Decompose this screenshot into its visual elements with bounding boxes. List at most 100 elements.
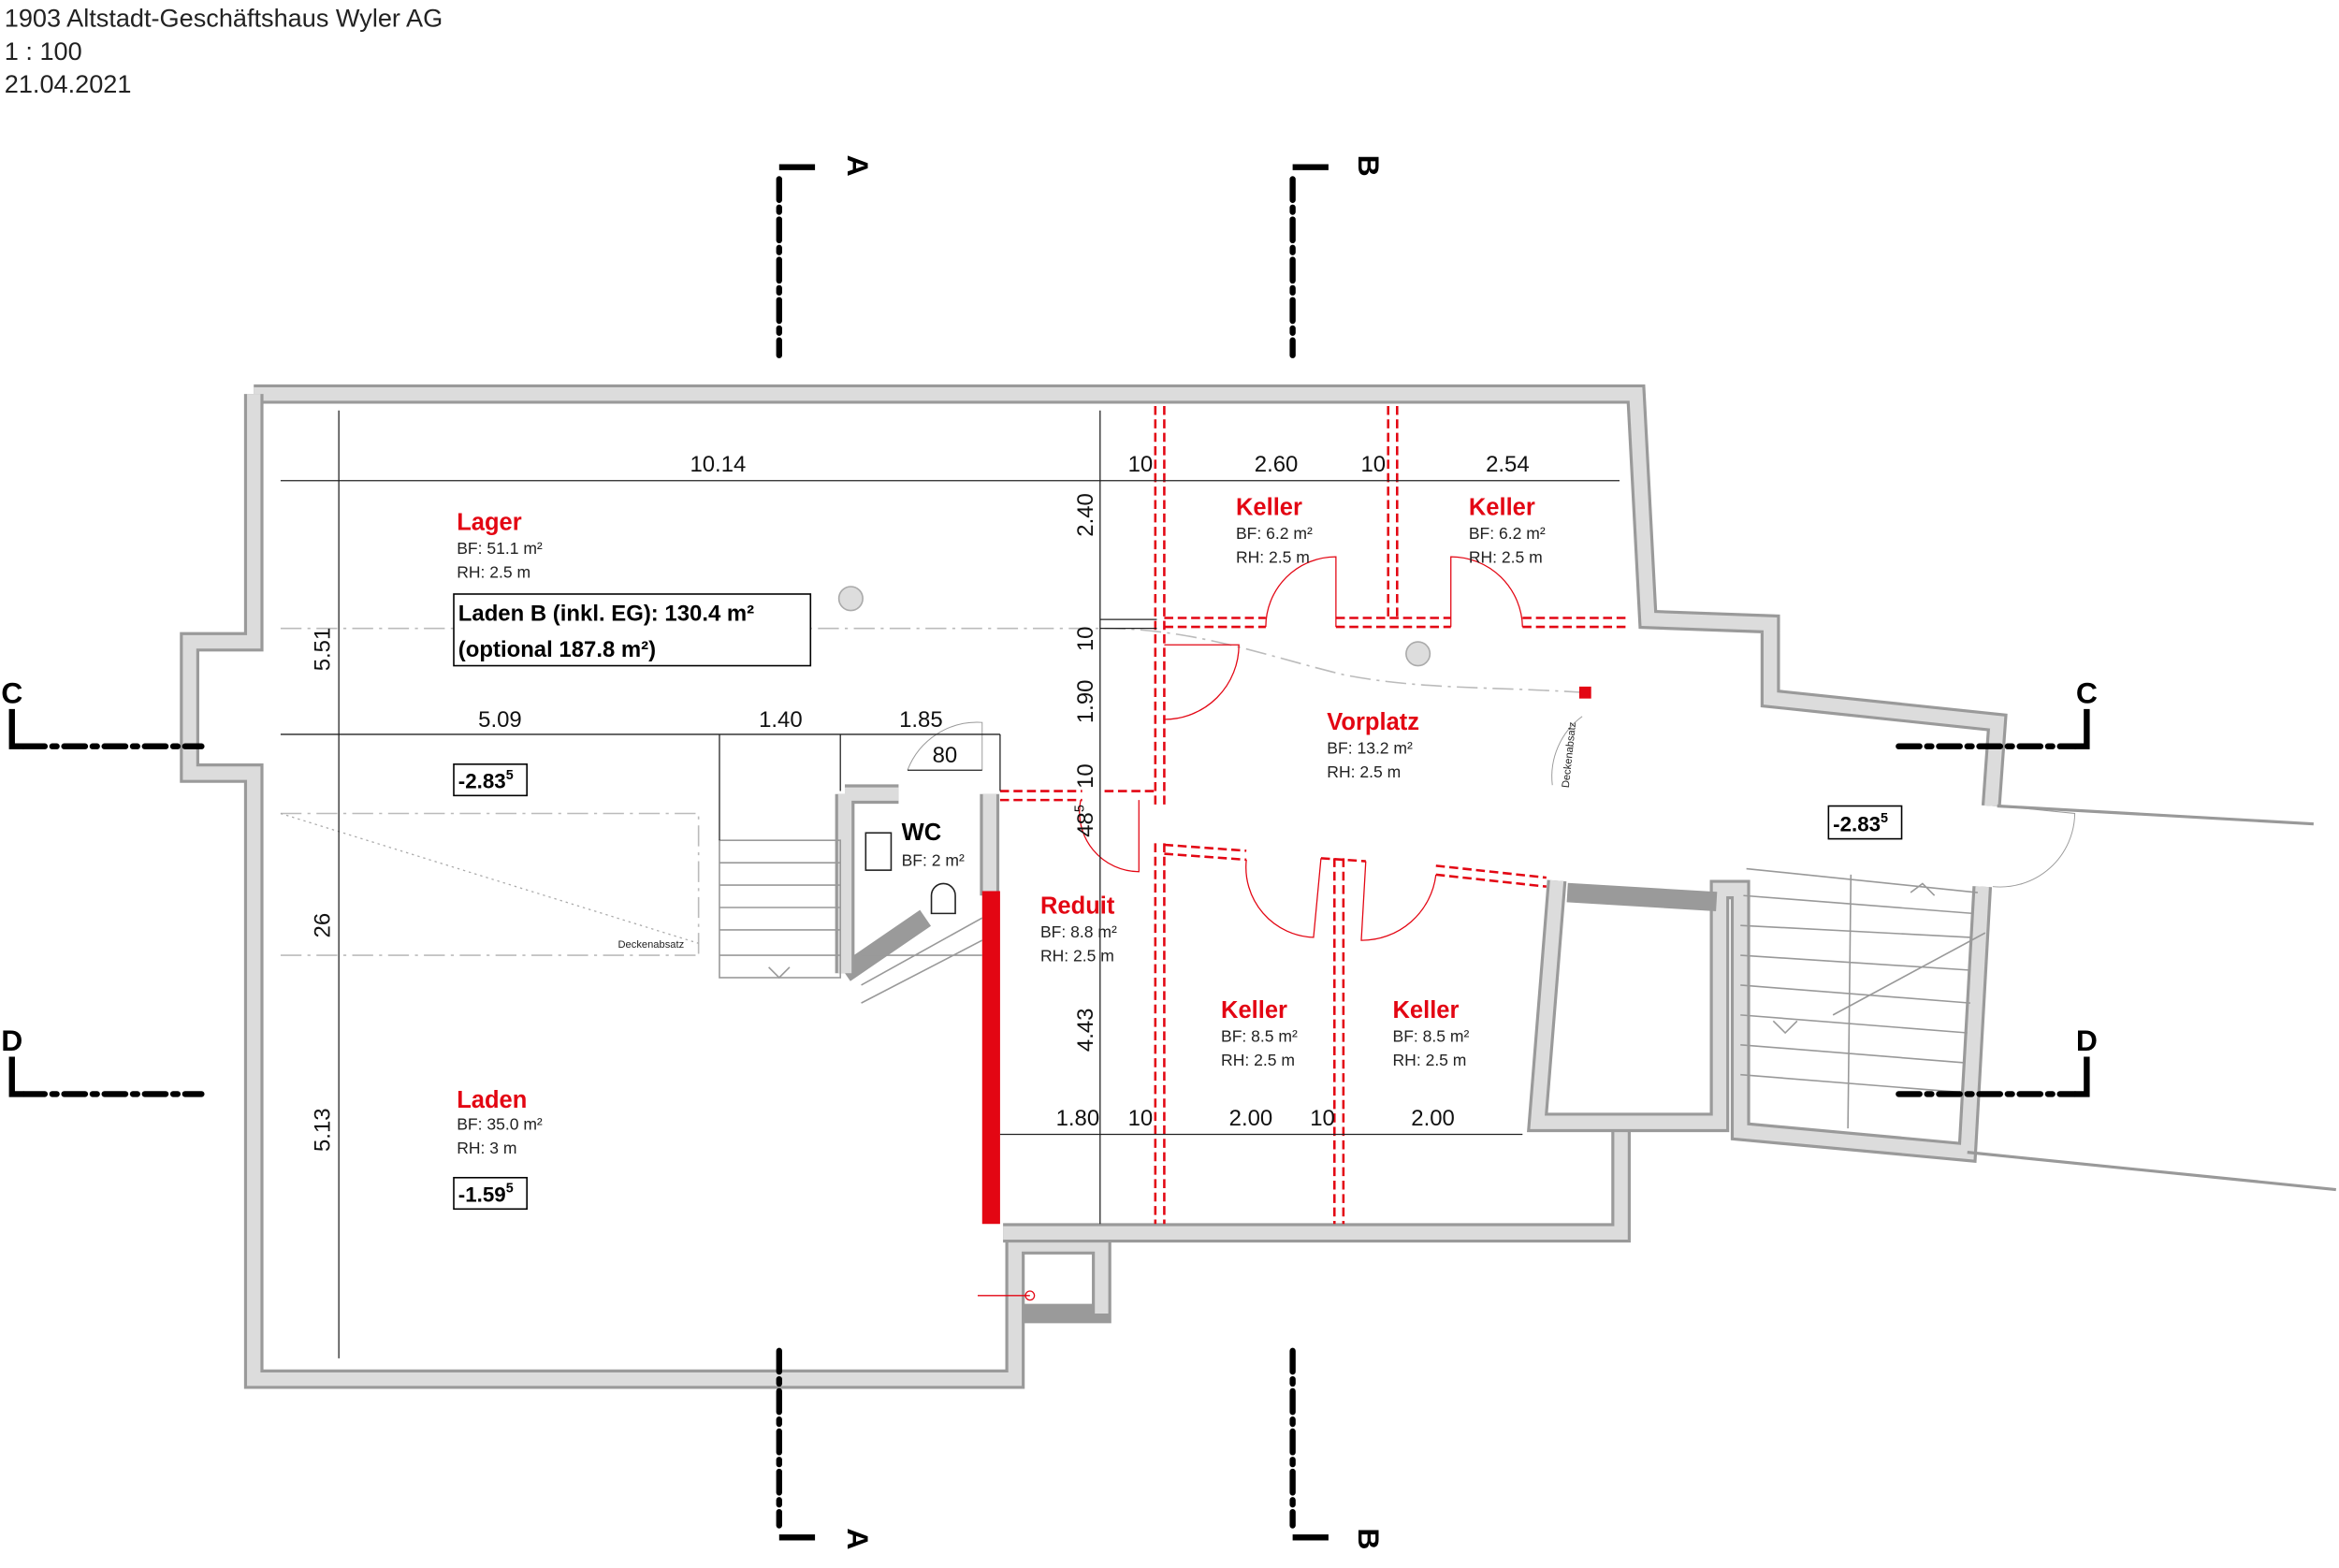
dim-label: 2.00 (1229, 1106, 1273, 1131)
dim-label: 2.54 (1486, 452, 1530, 477)
dim-bottom: 1.80 10 2.00 10 2.00 (1056, 1106, 1455, 1131)
dim-label: 2.00 (1411, 1106, 1455, 1131)
ceiling-step-note: Deckenabsatz (1561, 721, 1578, 789)
room-wc: WC BF: 2 m² (902, 820, 965, 869)
room-name: WC (902, 820, 942, 846)
room-height: RH: 2.5 m (1469, 547, 1543, 566)
room-area: BF: 35.0 m² (457, 1115, 543, 1134)
section-marker-c-left: C (1, 675, 205, 749)
room-area: BF: 51.1 m² (457, 539, 543, 558)
new-wall-solid (981, 891, 1000, 1225)
stairs-left (719, 839, 983, 1004)
stairs-right (1740, 867, 1986, 1129)
room-name: Keller (1236, 494, 1302, 520)
svg-text:B: B (1352, 1528, 1386, 1549)
walls (180, 384, 2336, 1389)
dim-label: 26 (311, 913, 336, 938)
level-marker: -2.835 (453, 763, 528, 797)
svg-text:C: C (2076, 675, 2098, 709)
room-keller-2: Keller BF: 6.2 m² RH: 2.5 m (1469, 494, 1546, 566)
svg-text:-2.835: -2.835 (458, 768, 514, 793)
room-area: BF: 8.5 m² (1393, 1027, 1470, 1046)
dim-label: 4.43 (1073, 1009, 1098, 1053)
room-height: RH: 3 m (457, 1139, 516, 1157)
room-reduit: Reduit BF: 8.8 m² RH: 2.5 m (1040, 893, 1117, 965)
dim-label: 5.13 (311, 1108, 336, 1152)
project-title: 1903 Altstadt-Geschäftshaus Wyler AG (5, 4, 443, 33)
room-name: Keller (1221, 997, 1287, 1024)
column-icon (837, 586, 864, 612)
sink-icon (864, 832, 893, 871)
room-keller-1: Keller BF: 6.2 m² RH: 2.5 m (1236, 494, 1313, 566)
plan-date: 21.04.2021 (5, 69, 132, 98)
room-area: BF: 2 m² (902, 850, 965, 869)
total-area-box: Laden B (inkl. EG): 130.4 m² (optional 1… (453, 593, 812, 667)
new-partition-walls (907, 405, 2076, 1301)
room-vorplatz: Vorplatz BF: 13.2 m² RH: 2.5 m (1327, 709, 1419, 781)
plan-scale: 1 : 100 (5, 36, 82, 65)
dim-label: 10 (1073, 763, 1098, 789)
room-laden: Laden BF: 35.0 m² RH: 3 m (457, 1087, 543, 1157)
dim-label: 1.90 (1073, 680, 1098, 724)
room-height: RH: 2.5 m (1221, 1051, 1295, 1069)
svg-text:A: A (841, 1528, 875, 1549)
room-keller-3: Keller BF: 8.5 m² RH: 2.5 m (1221, 997, 1298, 1069)
room-area: BF: 8.5 m² (1221, 1027, 1298, 1046)
dim-label: 10.14 (690, 452, 746, 477)
ceiling-step-note: Deckenabsatz (617, 939, 684, 951)
room-height: RH: 2.5 m (1236, 547, 1310, 566)
section-marker-b-top: B (1289, 155, 1386, 358)
dim-label: 1.40 (759, 707, 803, 733)
dimension-lines (280, 410, 1620, 1358)
column-icon (1405, 641, 1431, 667)
room-lager: Lager BF: 51.1 m² RH: 2.5 m (457, 509, 543, 581)
room-name: Keller (1393, 997, 1460, 1024)
dim-label: 1.80 (1056, 1106, 1100, 1131)
dim-label: 5.51 (311, 628, 336, 672)
level-marker: -1.595 (453, 1176, 528, 1211)
svg-text:A: A (841, 155, 875, 177)
room-height: RH: 2.5 m (1327, 762, 1401, 781)
fixtures (837, 586, 1431, 915)
svg-text:-2.835: -2.835 (1833, 811, 1888, 836)
room-name: Laden (457, 1087, 527, 1113)
room-area: BF: 13.2 m² (1327, 739, 1413, 758)
room-area: BF: 6.2 m² (1469, 524, 1546, 543)
level-marker: -2.835 (1827, 805, 1903, 840)
dim-label: 10 (1128, 1106, 1154, 1131)
dim-label: 10 (1360, 452, 1386, 477)
room-area: BF: 6.2 m² (1236, 524, 1313, 543)
column-marker (1578, 686, 1591, 699)
section-marker-b-bottom: B (1289, 1347, 1386, 1549)
room-name: Keller (1469, 494, 1535, 520)
dim-middle: 5.09 1.40 1.85 80 (478, 707, 957, 768)
dim-label: 10 (1073, 627, 1098, 652)
total-area-line1: Laden B (inkl. EG): 130.4 m² (458, 602, 754, 627)
section-marker-a-top: A (776, 155, 875, 358)
room-height: RH: 2.5 m (1040, 946, 1114, 965)
dim-label: 5.09 (478, 707, 522, 733)
svg-text:C: C (1, 675, 22, 709)
room-name: Lager (457, 509, 522, 535)
section-marker-d-left: D (1, 1024, 205, 1097)
dim-left-vertical: 5.51 26 5.13 (311, 628, 336, 1152)
room-area: BF: 8.8 m² (1040, 922, 1117, 941)
dim-top: 10.14 10 2.60 10 2.54 (690, 452, 1529, 477)
total-area-line2: (optional 187.8 m²) (458, 637, 656, 662)
svg-text:D: D (1, 1024, 22, 1057)
toilet-icon (930, 882, 956, 915)
room-name: Vorplatz (1327, 709, 1419, 735)
dim-center-vertical: 2.40 10 1.90 10 485 4.43 (1072, 493, 1098, 1052)
svg-text:B: B (1352, 155, 1386, 177)
svg-text:-1.595: -1.595 (458, 1182, 514, 1207)
room-height: RH: 2.5 m (1393, 1051, 1467, 1069)
section-marker-c-right: C (1896, 675, 2098, 749)
dim-label: 1.85 (899, 707, 943, 733)
svg-text:D: D (2076, 1024, 2098, 1057)
dim-label: 2.40 (1073, 493, 1098, 537)
room-name: Reduit (1040, 893, 1115, 919)
dim-label: 10 (1310, 1106, 1335, 1131)
room-keller-4: Keller BF: 8.5 m² RH: 2.5 m (1393, 997, 1470, 1069)
dim-label: 80 (933, 743, 958, 768)
room-height: RH: 2.5 m (457, 562, 530, 581)
